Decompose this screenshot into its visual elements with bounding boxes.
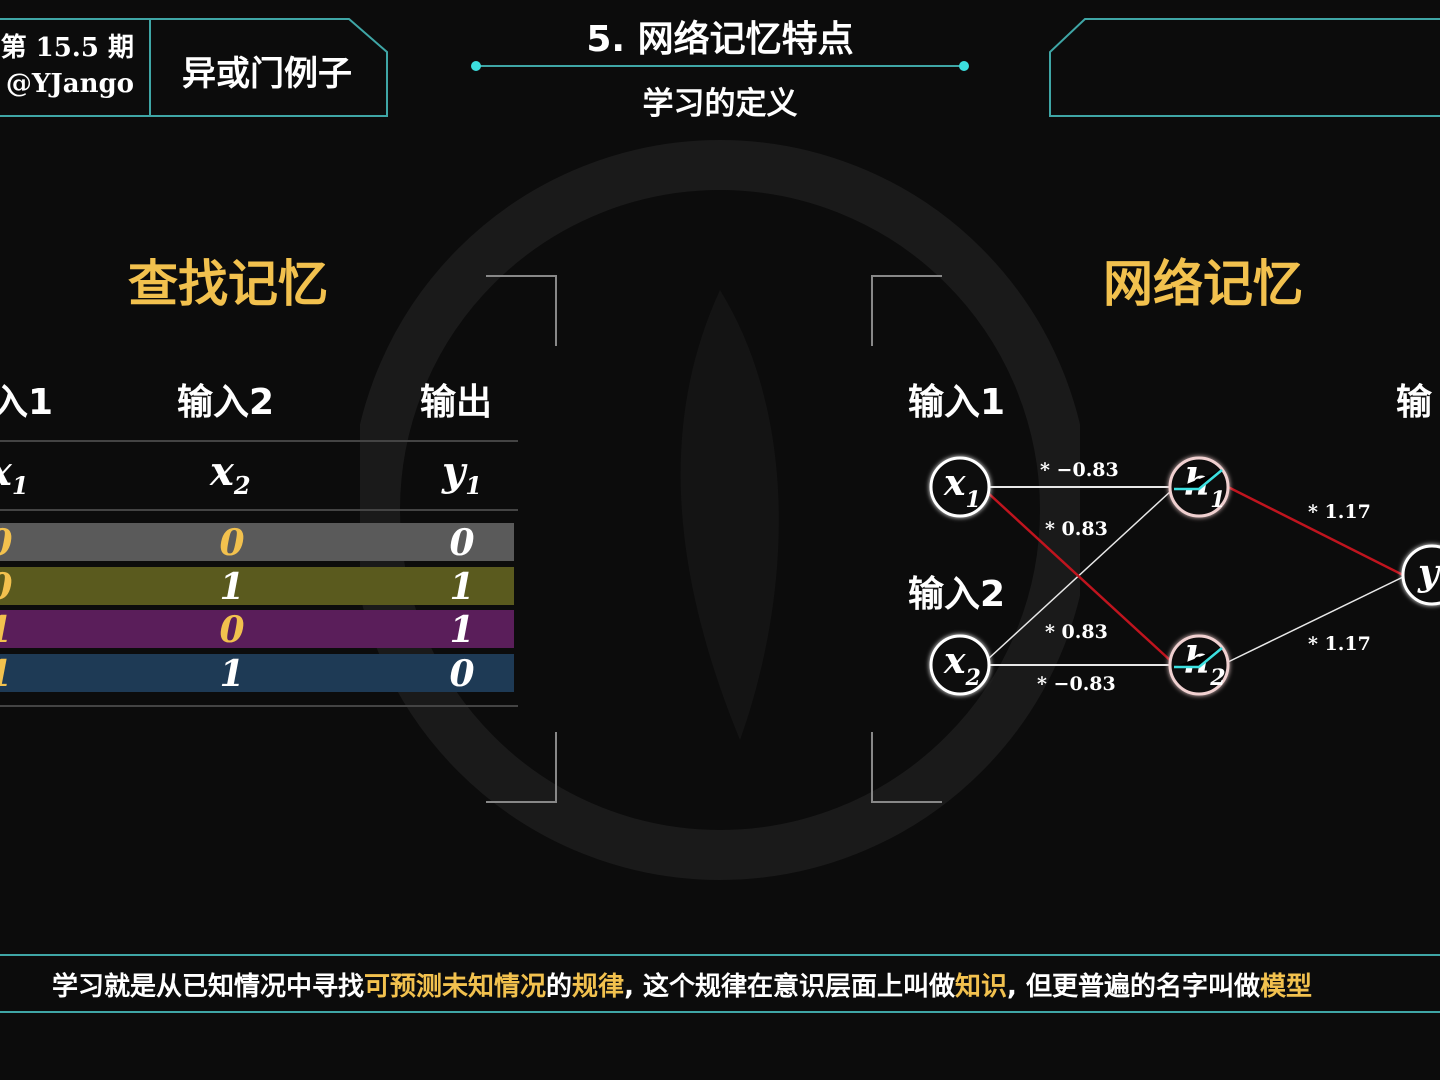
episode-number: 第 15.5 期 — [0, 33, 134, 63]
weight-x1-h1: * −0.83 — [1040, 459, 1119, 481]
weight-x2-h1: * 0.83 — [1045, 621, 1108, 643]
caption-text: 学习就是从已知情况中寻找可预测未知情况的规律, 这个规律在意识层面上叫做知识, … — [52, 966, 1312, 1003]
caption-segment: 的 — [546, 972, 573, 1002]
edge-h1-y — [1227, 485, 1404, 577]
caption-highlight: 规律 — [572, 972, 625, 1002]
table-header-rule — [0, 509, 518, 511]
weight-h2-y: * 1.17 — [1308, 633, 1371, 655]
caption-segment: , 但更普遍的名字叫做 — [1007, 972, 1260, 1002]
top-right-box — [1049, 18, 1440, 117]
node-y — [1401, 544, 1440, 606]
page-subtitle: 学习的定义 — [642, 86, 798, 122]
episode-box-frame — [0, 18, 388, 117]
table-row: 1 0 1 — [0, 609, 514, 652]
topic-label: 异或门例子 — [182, 54, 352, 94]
caption-highlight: 知识 — [955, 972, 1008, 1002]
caption-bottom-rule — [0, 1011, 1440, 1013]
table-bottom-rule — [0, 705, 518, 707]
node-x2-label: x2 — [943, 640, 981, 691]
caption-segment: 学习就是从已知情况中寻找 — [52, 972, 365, 1002]
title-divider — [471, 61, 969, 71]
table-cell: 1 — [0, 654, 13, 694]
table-cell: 1 — [449, 609, 475, 652]
corner-brackets — [486, 275, 942, 803]
caption-highlight: 模型 — [1259, 972, 1312, 1002]
caption-segment: , 这个规律在意识层面上叫做 — [624, 972, 955, 1002]
page-title: 5. 网络记忆特点 — [586, 19, 854, 60]
caption-top-rule — [0, 954, 1440, 956]
output-label: 输 — [1396, 382, 1433, 423]
node-y-label: y — [1417, 552, 1440, 594]
network-memory-title: 网络记忆 — [1103, 255, 1303, 313]
column-header-input1: 入1 — [0, 382, 54, 423]
weight-h1-y: * 1.17 — [1308, 501, 1371, 523]
table-cell: 0 — [449, 653, 475, 696]
weight-x2-h2: * −0.83 — [1037, 673, 1116, 695]
node-x1 — [929, 456, 991, 518]
column-header-output: 输出 — [420, 382, 493, 423]
caption-highlight: 可预测未知情况 — [364, 972, 547, 1002]
lookup-memory-title: 查找记忆 — [128, 255, 328, 313]
input2-label: 输入2 — [908, 574, 1006, 615]
node-x2 — [929, 634, 991, 696]
input1-label: 输入1 — [908, 382, 1006, 423]
table-cell: 0 — [0, 523, 13, 563]
table-top-rule — [0, 440, 518, 442]
table-row: 0 1 1 — [0, 565, 514, 608]
edge-x2-h1 — [986, 489, 1173, 661]
table-cell: 1 — [449, 565, 475, 608]
table-row: 1 1 0 — [0, 653, 514, 696]
symbol-y1: y1 — [442, 448, 482, 500]
symbol-x1: x1 — [0, 448, 29, 500]
author-handle: @YJango — [5, 69, 134, 99]
weight-x1-h2: * 0.83 — [1045, 518, 1108, 540]
table-cell: 0 — [0, 567, 13, 607]
table-cell: 0 — [219, 522, 245, 564]
table-row: 0 0 0 — [0, 522, 514, 564]
table-cell: 0 — [449, 522, 475, 564]
node-x1-label: x1 — [943, 462, 981, 513]
table-cell: 1 — [219, 653, 245, 696]
symbol-x2: x2 — [210, 448, 251, 500]
table-cell: 0 — [219, 609, 245, 652]
relu-icon-h2 — [1174, 647, 1223, 669]
table-cell: 1 — [219, 565, 245, 608]
edge-x1-h2 — [986, 491, 1173, 663]
episode-box: 第 15.5 期 @YJango 异或门例子 — [0, 18, 388, 117]
relu-icon-h1 — [1174, 469, 1223, 491]
column-header-input2: 输入2 — [177, 382, 275, 423]
table-cell: 1 — [0, 610, 13, 650]
edge-h2-y — [1227, 576, 1404, 663]
